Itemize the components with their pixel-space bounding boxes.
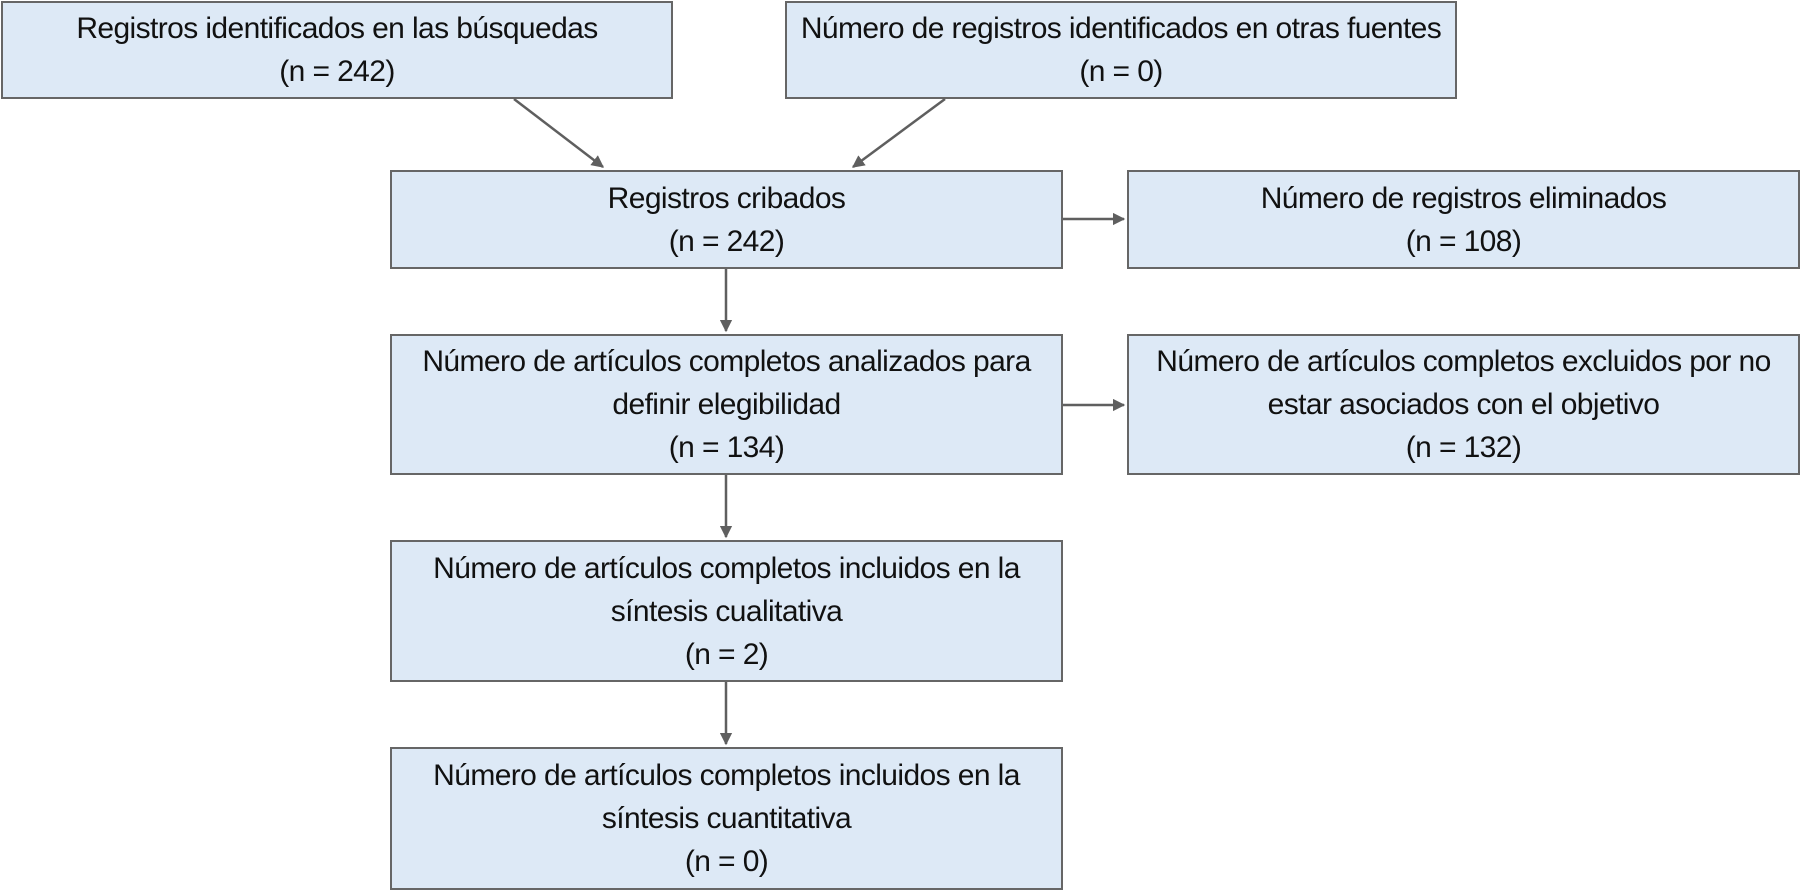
box-full-text-excluded-line2: estar asociados con el objetivo (1267, 388, 1660, 421)
box-removed-title: Número de registros eliminados (1260, 181, 1667, 215)
box-screened-title: Registros cribados (607, 181, 846, 215)
box-qualitative-line2: síntesis cualitativa (610, 594, 843, 628)
box-qualitative-synthesis: Número de artículos completos incluidos … (390, 540, 1063, 682)
box-identified-other-sources: Número de registros identificados en otr… (785, 1, 1457, 99)
box-full-text-excluded-count: (n = 132) (1405, 431, 1522, 464)
box-full-text-excluded: Número de artículos completos excluidos … (1127, 334, 1800, 475)
box-qualitative-line1: Número de artículos completos incluidos … (433, 551, 1020, 585)
box-screened: Registros cribados (n = 242) (390, 170, 1063, 269)
box-quantitative-count: (n = 0) (684, 845, 769, 878)
box-removed-count: (n = 108) (1405, 224, 1522, 258)
box-full-text-assessed: Número de artículos completos analizados… (390, 334, 1063, 475)
box-full-text-excluded-line1: Número de artículos completos excluidos … (1156, 345, 1771, 378)
box-screened-count: (n = 242) (668, 224, 785, 258)
box-identified-searches-count: (n = 242) (279, 55, 395, 88)
box-full-text-assessed-line2: definir elegibilidad (612, 388, 841, 421)
box-identified-searches: Registros identificados en las búsquedas… (1, 1, 673, 99)
box-quantitative-line2: síntesis cuantitativa (601, 802, 852, 835)
box-identified-searches-title: Registros identificados en las búsquedas (76, 12, 598, 45)
arrow-searches-to-screened (513, 98, 604, 168)
box-qualitative-count: (n = 2) (684, 637, 769, 671)
box-identified-other-count: (n = 0) (1079, 55, 1163, 88)
box-quantitative-line1: Número de artículos completos incluidos … (433, 759, 1020, 792)
box-removed: Número de registros eliminados (n = 108) (1127, 170, 1800, 269)
arrow-other-to-screened (851, 97, 946, 169)
box-identified-other-title: Número de registros identificados en otr… (800, 12, 1442, 45)
box-full-text-assessed-line1: Número de artículos completos analizados… (422, 345, 1031, 378)
box-quantitative-synthesis: Número de artículos completos incluidos … (390, 747, 1063, 890)
box-full-text-assessed-count: (n = 134) (668, 431, 785, 464)
